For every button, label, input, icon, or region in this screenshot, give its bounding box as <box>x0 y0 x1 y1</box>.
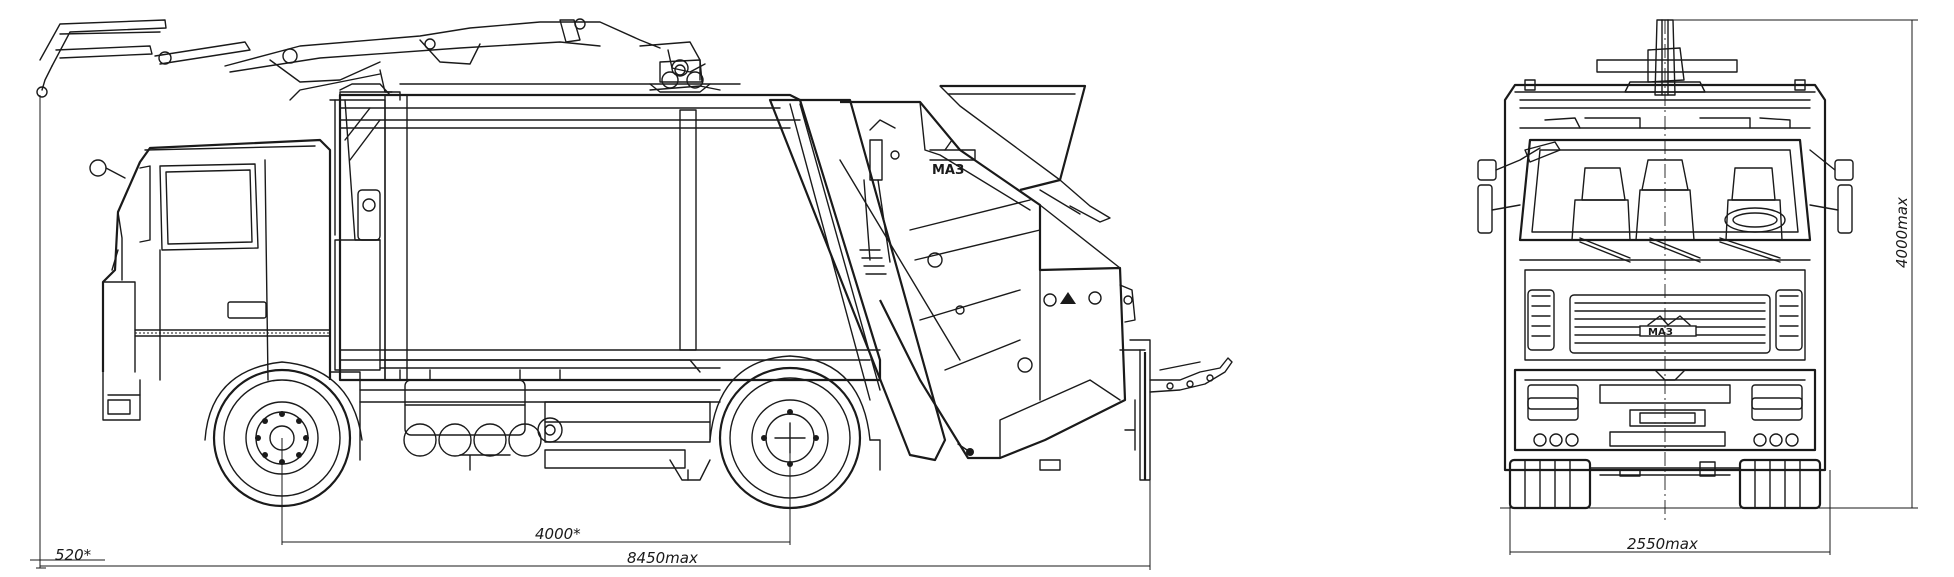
side-dimensions: 520* 4000* 8450max <box>30 95 1151 570</box>
overall-width-label: 2550max <box>1627 535 1698 553</box>
tailgate <box>768 98 1127 471</box>
crane-column <box>329 91 401 381</box>
crane-arm <box>36 18 721 101</box>
bin-hopper: МАЗ <box>929 84 1136 323</box>
svg-text:МАЗ: МАЗ <box>1648 327 1673 338</box>
rear-lift-arm <box>1119 339 1233 481</box>
chassis <box>329 359 721 481</box>
svg-text:МАЗ: МАЗ <box>932 163 964 178</box>
front-view: МАЗ 2550max 4 <box>1477 19 1918 555</box>
overall-height-label: 4000max <box>1893 197 1911 268</box>
compactor-body <box>338 59 882 382</box>
side-view: МАЗ <box>30 18 1233 570</box>
overall-length-label: 8450max <box>627 549 698 567</box>
cab <box>89 138 332 421</box>
wheelbase-label: 4000* <box>535 525 581 543</box>
ground-clearance-label: 520* <box>55 546 92 564</box>
rear-wheel <box>709 355 881 510</box>
front-wheel <box>204 361 363 508</box>
